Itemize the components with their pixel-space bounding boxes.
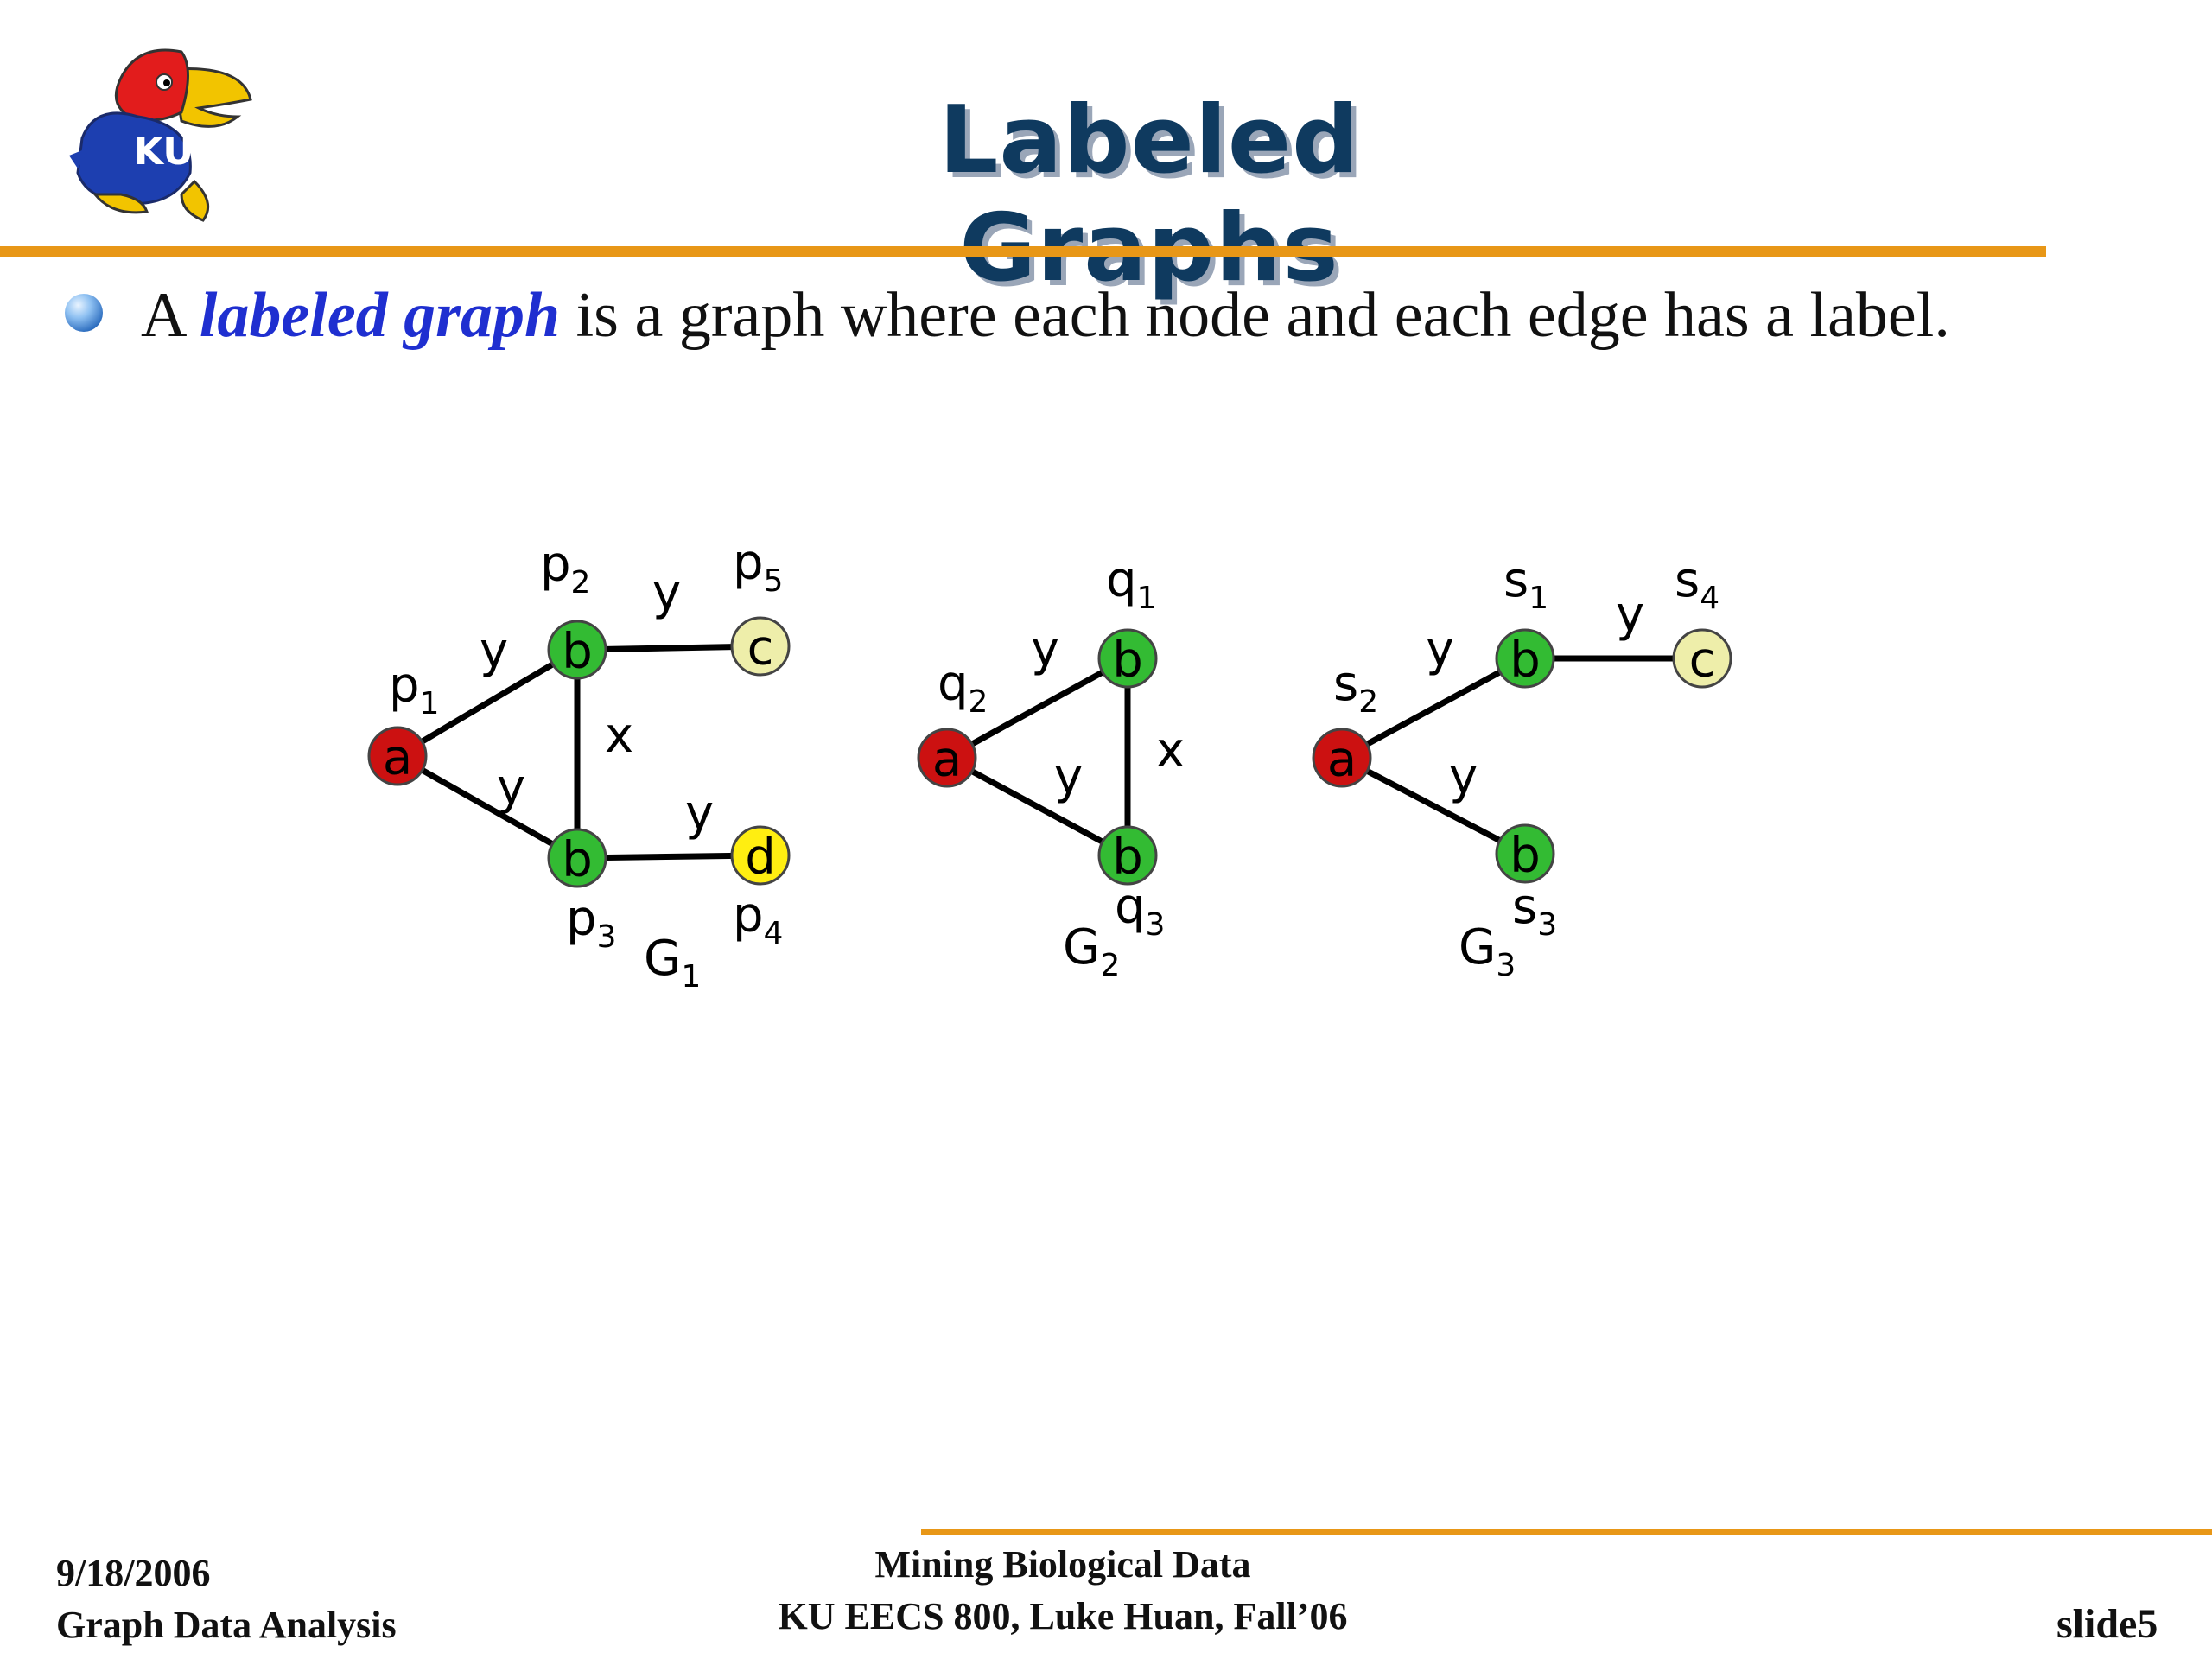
node-name-p4: p4 xyxy=(733,887,783,951)
node-label-p3: b xyxy=(562,832,593,888)
edge-label-q2-q3: y xyxy=(1054,749,1083,805)
edge-label-p1-p2: y xyxy=(480,623,508,679)
node-label-q2: a xyxy=(932,732,962,788)
edge-s2-s3 xyxy=(1340,754,1527,857)
node-s3 xyxy=(1495,823,1555,884)
node-p2 xyxy=(547,620,607,680)
edge-label-p2-p3: x xyxy=(605,708,633,764)
bullet-icon xyxy=(65,294,103,332)
title-divider xyxy=(0,246,2046,257)
node-s2 xyxy=(1312,728,1372,788)
node-name-s2: s2 xyxy=(1333,656,1378,720)
node-name-p2: p2 xyxy=(540,537,590,601)
edge-q2-q3 xyxy=(945,754,1129,859)
node-s4 xyxy=(1672,628,1732,689)
edge-p1-p3 xyxy=(396,753,579,861)
footer-date: 9/18/2006 xyxy=(56,1552,211,1594)
edge-label-p3-p4: y xyxy=(685,785,714,842)
node-label-s3: b xyxy=(1510,828,1541,884)
node-name-p5: p5 xyxy=(733,535,783,599)
node-q3 xyxy=(1097,825,1158,886)
bullet-emphasis: labeled graph xyxy=(199,280,561,351)
node-label-s1: b xyxy=(1510,632,1541,689)
node-label-p1: a xyxy=(383,730,412,786)
graph-name-2: G2 xyxy=(1063,919,1120,983)
node-p1 xyxy=(367,726,428,786)
edge-label-q2-q1: y xyxy=(1031,621,1059,677)
node-name-p3: p3 xyxy=(566,891,616,955)
node-s1 xyxy=(1495,628,1555,689)
bullet-text: A labeled graph is a graph where each no… xyxy=(141,275,2016,356)
logo-text: KU xyxy=(134,130,194,174)
edge-p3-p4 xyxy=(576,852,761,861)
footer-course-info: KU EECS 800, Luke Huan, Fall’06 xyxy=(778,1595,1348,1637)
edge-label-q1-q3: x xyxy=(1156,722,1185,779)
node-q2 xyxy=(917,728,977,788)
node-name-s4: s4 xyxy=(1675,552,1719,616)
node-label-p5: c xyxy=(747,620,774,677)
node-name-s3: s3 xyxy=(1512,879,1557,943)
node-label-p4: d xyxy=(745,830,776,886)
graph-name-3: G3 xyxy=(1459,919,1516,983)
node-name-s1: s1 xyxy=(1503,552,1548,616)
graph-name-1: G1 xyxy=(644,931,701,995)
node-q1 xyxy=(1097,628,1158,689)
edge-label-s1-s4: y xyxy=(1616,587,1644,643)
node-p3 xyxy=(547,828,607,888)
edge-p2-p5 xyxy=(576,643,761,653)
node-label-q3: b xyxy=(1112,830,1143,886)
node-p4 xyxy=(730,825,791,886)
footer-slide-number: slide5 xyxy=(2056,1601,2158,1647)
edge-label-p1-p3: y xyxy=(497,760,525,816)
bullet-rest: is a graph where each node and each edge… xyxy=(575,280,1950,351)
edge-label-s2-s3: y xyxy=(1449,749,1478,805)
bullet-prefix: A xyxy=(141,280,184,351)
jayhawk-logo-icon: KU xyxy=(69,48,252,222)
node-p5 xyxy=(730,616,791,677)
node-label-s2: a xyxy=(1327,732,1357,788)
footer-topic: Graph Data Analysis xyxy=(56,1604,397,1646)
edge-label-s2-s1: y xyxy=(1426,621,1454,677)
node-label-p2: b xyxy=(562,624,593,680)
node-name-q3: q3 xyxy=(1115,879,1165,943)
edge-p1-p2 xyxy=(396,646,579,760)
node-label-s4: c xyxy=(1689,632,1716,689)
node-name-p1: p1 xyxy=(389,658,439,721)
edge-q2-q1 xyxy=(945,655,1129,761)
node-label-q1: b xyxy=(1112,632,1143,689)
footer-divider xyxy=(921,1529,2212,1535)
edge-s2-s1 xyxy=(1340,655,1527,761)
edge-label-p2-p5: y xyxy=(652,565,681,621)
footer-course-title: Mining Biological Data xyxy=(874,1543,1251,1586)
node-name-q1: q1 xyxy=(1106,552,1156,616)
node-name-q2: q2 xyxy=(938,656,988,720)
